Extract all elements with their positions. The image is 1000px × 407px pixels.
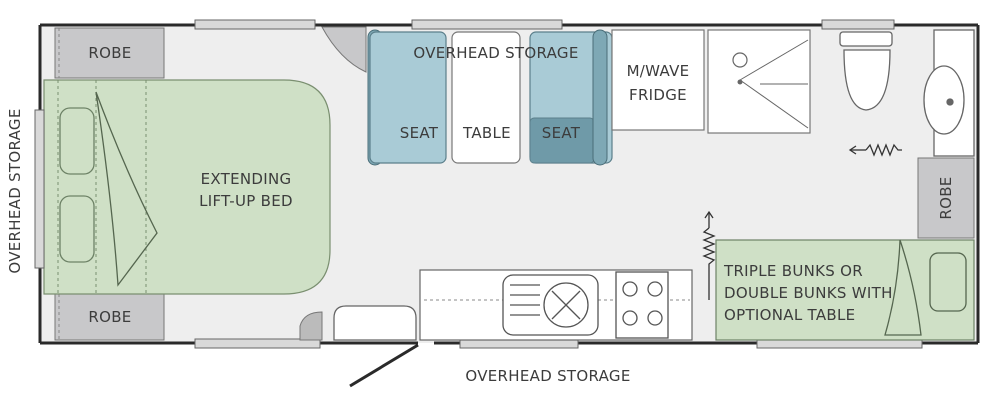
robe-top-left-label: ROBE <box>88 44 132 62</box>
bunk-sheet-fold <box>884 239 922 336</box>
mwave-label-line1: M/WAVE <box>626 62 690 80</box>
windows <box>34 19 923 349</box>
kitchen-sink <box>502 274 599 336</box>
bed-label-line2: LIFT-UP BED <box>199 192 293 210</box>
entry-door <box>333 305 417 341</box>
overhead-storage-top-label: OVERHEAD STORAGE <box>413 44 579 62</box>
shower <box>707 29 811 134</box>
seat-right-back <box>592 29 608 166</box>
seat-right-label: SEAT <box>541 124 581 142</box>
robe-right <box>917 157 975 239</box>
basin <box>923 29 975 157</box>
cooktop <box>615 271 669 339</box>
overhead-storage-bottom-label: OVERHEAD STORAGE <box>465 367 631 385</box>
corner-cabinet <box>321 26 367 73</box>
bathroom-door-arrow <box>848 143 902 157</box>
robe-right-label: ROBE <box>937 176 955 220</box>
bunk-pillow <box>929 252 967 312</box>
microwave-fridge <box>611 29 705 131</box>
extending-lift-up-bed <box>43 79 331 295</box>
bed-sheet-fold <box>95 91 158 287</box>
robe-top-left <box>54 27 165 79</box>
bed-pillows <box>59 107 95 263</box>
shower-waste <box>737 79 743 85</box>
seat-left-label: SEAT <box>399 124 439 142</box>
dinette-table <box>451 31 521 164</box>
robe-bottom-left-label: ROBE <box>88 308 132 326</box>
toilet <box>839 31 893 111</box>
bed-label-line1: EXTENDING <box>200 170 292 188</box>
door-swing <box>349 343 419 388</box>
bunks-label-line1: TRIPLE BUNKS OR <box>724 262 864 280</box>
shower-drain <box>732 52 748 68</box>
seat-left <box>369 31 447 164</box>
shower-lines <box>739 39 809 129</box>
door-step <box>299 311 323 341</box>
bunks-label-line3: OPTIONAL TABLE <box>724 306 856 324</box>
bunk-door-arrow <box>702 210 716 300</box>
mwave-label-line2: FRIDGE <box>629 86 687 104</box>
bunks-label-line2: DOUBLE BUNKS WITH <box>724 284 893 302</box>
overhead-storage-left-label: OVERHEAD STORAGE <box>6 108 24 274</box>
table-label: TABLE <box>463 124 511 142</box>
